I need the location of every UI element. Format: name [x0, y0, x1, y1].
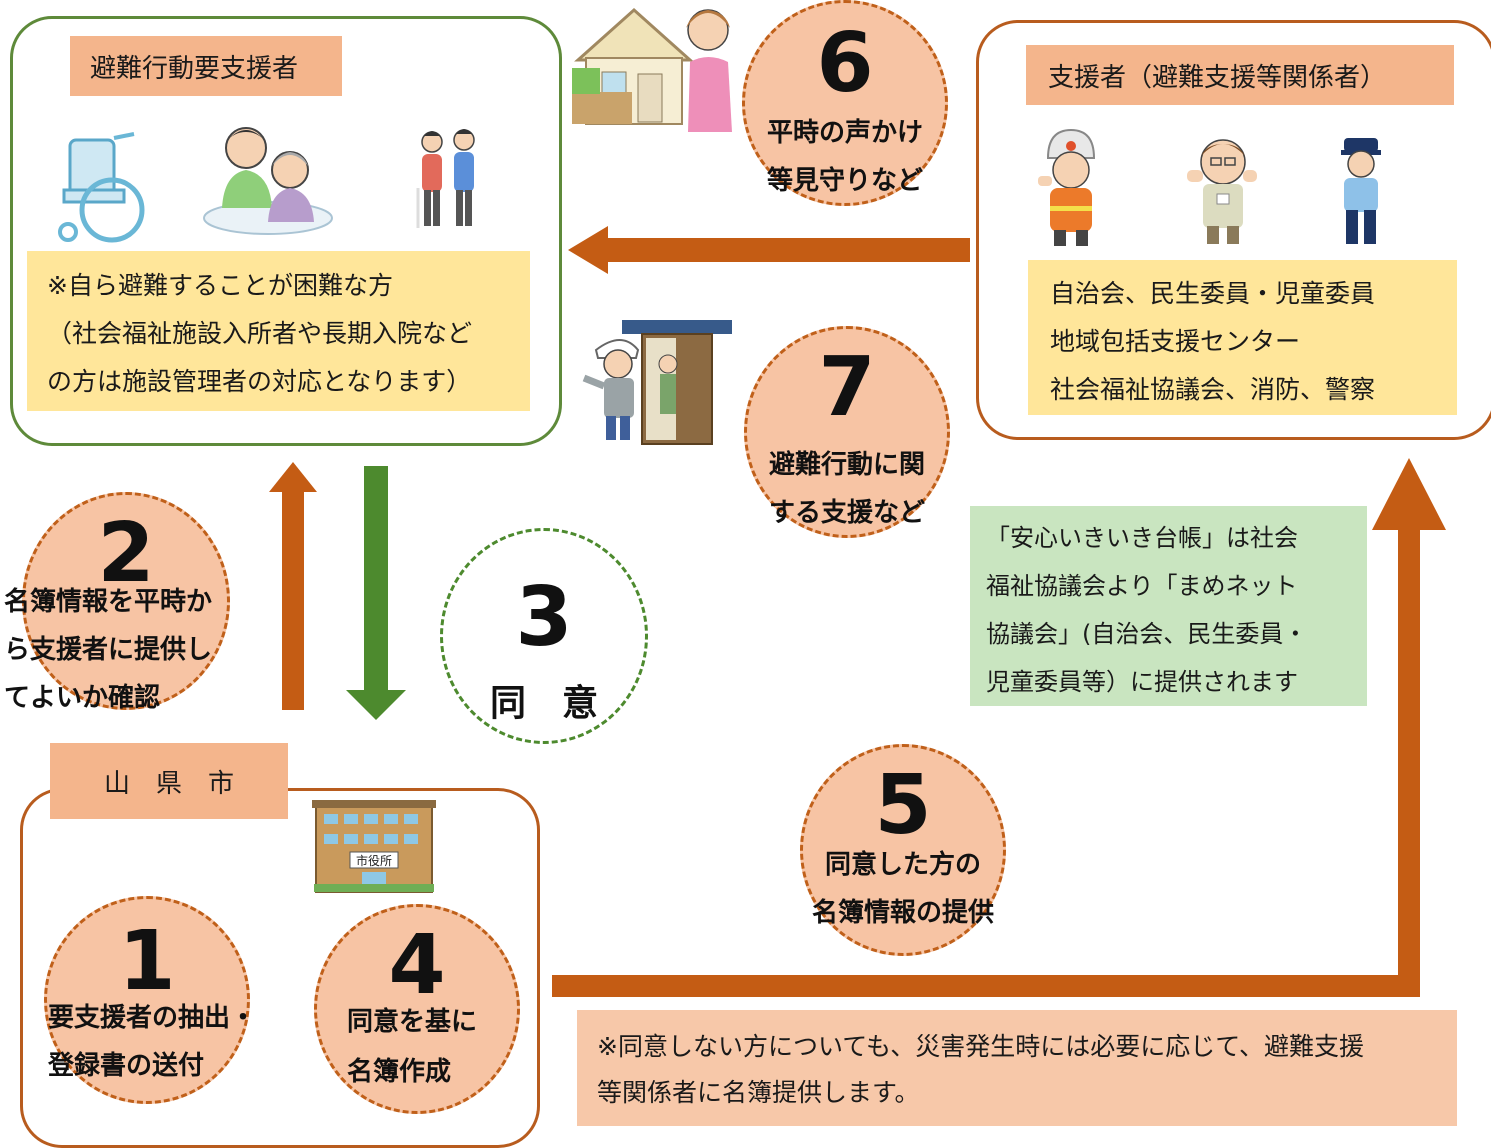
step-1-text: 要支援者の抽出・ 登録書の送付 [48, 1003, 257, 1081]
step-7-circle: 7 避難行動に関 する支援など [744, 326, 950, 538]
staff-icon [1187, 139, 1257, 244]
step-3-text: 同 意 [489, 683, 598, 724]
supporters-line-1: 自治会、民生委員・児童委員 [1050, 279, 1376, 308]
requires-support-note-line-1: ※自ら避難することが困難な方 [47, 271, 393, 300]
requires-support-note-line-3: の方は施設管理者の対応となります） [47, 367, 472, 396]
caregiver-icon [203, 127, 333, 235]
firefighter-icon [1038, 128, 1096, 246]
step-5-number: 5 [874, 758, 932, 853]
house-visit-icon [572, 7, 732, 132]
bottom-note: ※同意しない方についても、災害発生時には必要に応じて、避難支援 等関係者に名簿提… [577, 1010, 1457, 1126]
arrow-supporters-to-requires [568, 226, 970, 274]
police-icon [1341, 138, 1381, 244]
step-2-text: 名簿情報を平時か ら支援者に提供し てよいか確認 [4, 587, 213, 713]
supporters-line-2: 地域包括支援センター [1050, 327, 1301, 356]
step-7-text: 避難行動に関 する支援など [768, 450, 925, 528]
step-3-circle: 3 同 意 [440, 528, 648, 744]
step-5-text: 同意した方の 名簿情報の提供 [811, 850, 994, 928]
step-1-number: 1 [118, 914, 176, 1009]
supporters-line-3: 社会福祉協議会、消防、警察 [1050, 375, 1376, 404]
step-2-circle: 2 [22, 492, 230, 710]
ledger-note-line-3: 協議会」(自治会、民生委員・ [986, 620, 1308, 648]
step-4-circle: 4 同意を基に 名簿作成 [314, 904, 520, 1114]
step-4-text: 同意を基に 名簿作成 [347, 1007, 478, 1087]
ledger-note-line-2: 福祉協議会より「まめネット [986, 572, 1298, 600]
arrow-up-confirm [269, 462, 317, 710]
step-5-circle: 5 同意した方の 名簿情報の提供 [800, 744, 1006, 956]
step-6-circle: 6 平時の声かけ 等見守りなど [742, 0, 948, 206]
wheelchair-icon [58, 132, 145, 243]
city-hall-icon: 市役所 [312, 800, 436, 893]
arrow-down-consent [346, 466, 406, 720]
ledger-note: 「安心いきいき台帳」は社会 福祉協議会より「まめネット 協議会」(自治会、民生委… [970, 506, 1367, 706]
step-1-circle: 1 [44, 896, 250, 1104]
step-6-text: 平時の声かけ 等見守りなど [766, 118, 923, 196]
arrow-provide-list [552, 458, 1446, 997]
supporters-note: 自治会、民生委員・児童委員 地域包括支援センター 社会福祉協議会、消防、警察 [1028, 260, 1457, 415]
bottom-note-line-1: ※同意しない方についても、災害発生時には必要に応じて、避難支援 [597, 1032, 1364, 1061]
step-3-number: 3 [515, 570, 573, 665]
requires-support-note-line-2: （社会福祉施設入所者や長期入院など [47, 319, 473, 348]
ledger-note-line-1: 「安心いきいき台帳」は社会 [986, 524, 1298, 552]
city-label: 山 県 市 [50, 743, 288, 819]
ledger-note-line-4: 児童委員等）に提供されます [986, 668, 1298, 696]
step-2-number: 2 [97, 506, 155, 601]
city-hall-sign: 市役所 [356, 853, 392, 868]
walking-pair-icon [416, 129, 475, 228]
step-4-number: 4 [388, 918, 446, 1013]
requires-support-label: 避難行動要支援者 [70, 36, 342, 96]
bottom-note-line-2: 等関係者に名簿提供します。 [597, 1078, 920, 1107]
step-6-number: 6 [816, 16, 874, 111]
requires-support-note: ※自ら避難することが困難な方 （社会福祉施設入所者や長期入院など の方は施設管理… [27, 251, 530, 411]
supporters-label: 支援者（避難支援等関係者） [1026, 45, 1454, 105]
door-visit-icon [582, 320, 732, 445]
step-7-number: 7 [818, 340, 876, 435]
